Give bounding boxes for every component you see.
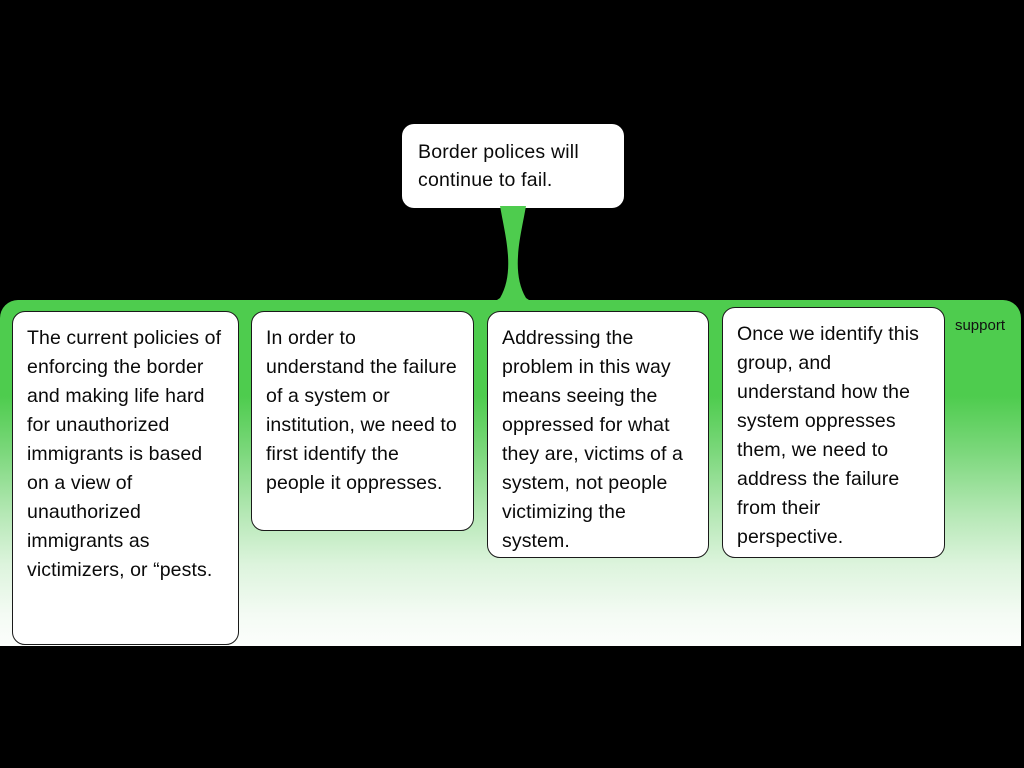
support-connector-icon	[466, 206, 560, 306]
reason-box[interactable]: Addressing the problem in this way means…	[487, 311, 709, 558]
reason-text: Once we identify this group, and underst…	[737, 323, 919, 548]
reason-text: The current policies of enforcing the bo…	[27, 327, 222, 581]
claim-bubble[interactable]: Border polices will continue to fail.	[402, 124, 624, 208]
support-connector	[466, 206, 560, 306]
support-group-label: support	[954, 317, 1005, 334]
reason-text: In order to understand the failure of a …	[266, 327, 457, 494]
claim-text: Border polices will continue to fail.	[418, 141, 579, 191]
reason-text: Addressing the problem in this way means…	[502, 327, 683, 552]
reason-box[interactable]: The current policies of enforcing the bo…	[12, 311, 239, 645]
reason-box[interactable]: In order to understand the failure of a …	[251, 311, 474, 531]
reason-box[interactable]: Once we identify this group, and underst…	[722, 307, 945, 558]
